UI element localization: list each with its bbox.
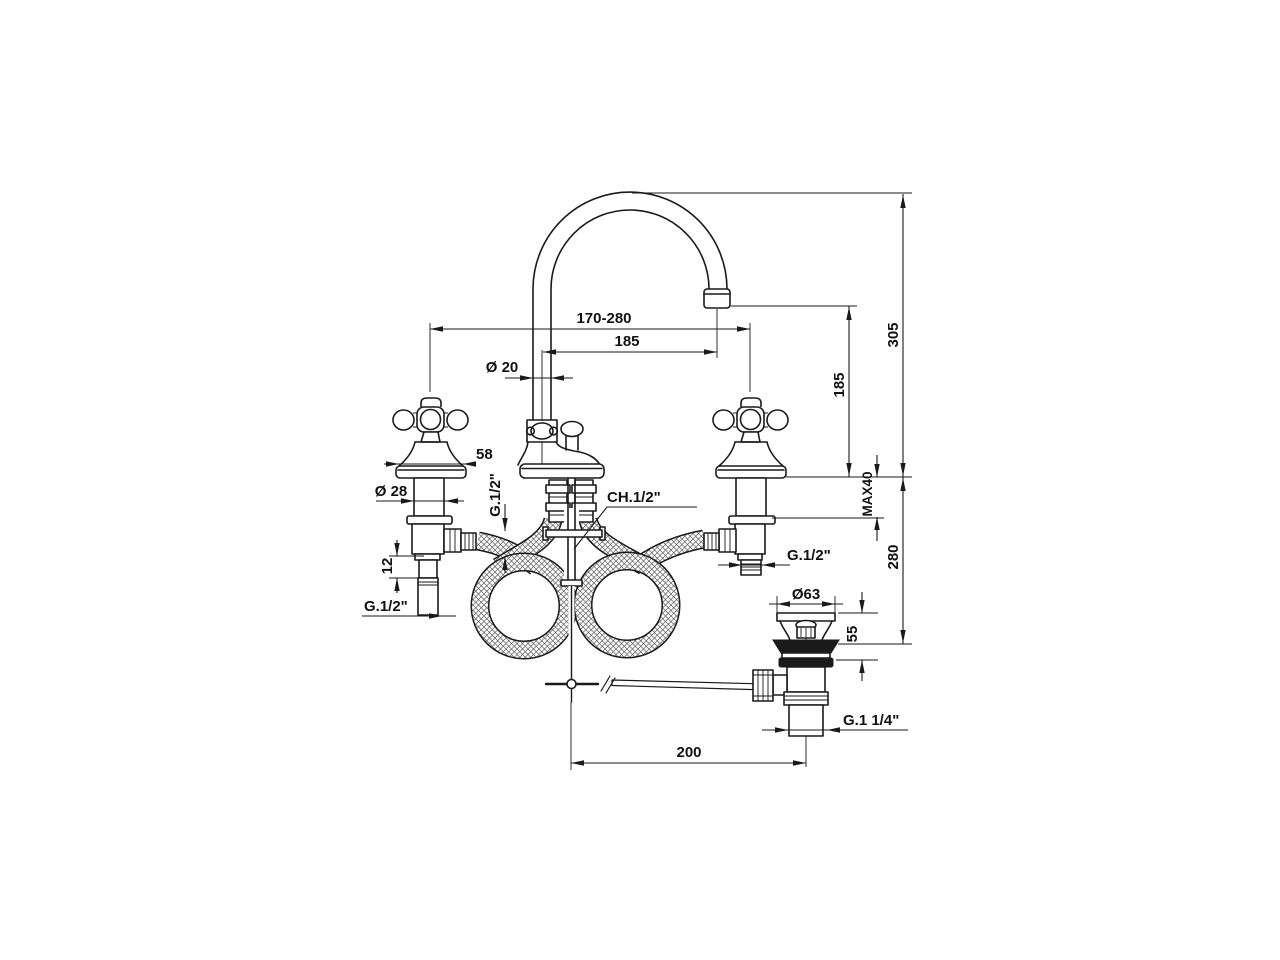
dim-spout-swivel-range: 170-280: [576, 310, 631, 327]
left-cross-handle: [392, 397, 469, 443]
dim-max-deck-thickness: MAX40: [860, 471, 875, 516]
spout-outlet: [703, 288, 731, 309]
waste-plug-knob: [795, 619, 817, 639]
drain-waste: [752, 612, 840, 767]
mounting-bracket: [542, 526, 606, 541]
dim-shank-step: 12: [379, 558, 396, 575]
left-valve-tail: [417, 577, 439, 616]
dim-waste-top-height: 55: [844, 626, 861, 643]
dimension-arrows: [386, 195, 906, 766]
waste-tailpipe: [783, 691, 829, 737]
dim-overall-height: 305: [885, 322, 902, 347]
rod-cross-handle: [544, 678, 600, 690]
dim-below-deck-depth: 280: [885, 544, 902, 569]
left-hose-loop: [470, 552, 578, 660]
dim-spout-diameter: Ø 20: [486, 359, 519, 376]
inlet-studs: [545, 479, 597, 523]
dim-waste-flange-diameter: Ø63: [792, 586, 820, 603]
dim-right-inlet-thread: G.1/2": [787, 547, 831, 564]
right-valve-body: [734, 523, 766, 555]
dim-left-inlet-thread: G.1/2": [364, 598, 408, 615]
left-valve-column: [413, 477, 445, 517]
right-handle-skirt: [715, 441, 787, 479]
spout: [517, 191, 731, 523]
waste-body: [786, 666, 826, 693]
pop-up-rod-assembly: [542, 477, 767, 703]
flexible-hoses: [470, 516, 706, 660]
wrench-leader-line: [573, 506, 697, 550]
dim-riser-thread: G.1/2": [487, 473, 504, 517]
dim-wrench-flats: CH.1/2": [607, 489, 661, 506]
dim-handle-diameter: Ø 28: [375, 483, 408, 500]
left-handle-valve: [392, 397, 477, 616]
dim-handle-skirt-width: 58: [476, 446, 493, 463]
linkage-nut: [752, 669, 774, 702]
waste-gasket: [772, 639, 840, 654]
waste-seal-ring: [778, 657, 834, 668]
dim-rod-to-waste-distance: 200: [676, 744, 701, 761]
right-hose-loop: [573, 551, 681, 659]
popup-knob: [560, 420, 584, 451]
spout-arc-inner: [550, 209, 710, 421]
right-handle-valve: [703, 397, 789, 576]
dim-waste-tail-thread: G.1 1/4": [843, 712, 899, 729]
lever-rod: [600, 675, 767, 694]
spout-collar: [525, 419, 559, 443]
right-hose-connector: [703, 528, 737, 553]
left-hose-connector: [443, 528, 477, 553]
spout-base-body: [517, 420, 605, 479]
right-valve-column: [735, 477, 767, 517]
dim-spout-height: 185: [831, 372, 848, 397]
dimensions: 170-280 185 Ø 20 58 Ø 28 12 G.1/2" G.1/2…: [362, 192, 912, 770]
left-valve-body: [411, 523, 445, 555]
left-handle-skirt: [395, 441, 467, 479]
spout-arc-outer: [532, 191, 728, 421]
right-valve-tail: [740, 559, 762, 576]
right-cross-handle: [712, 397, 789, 443]
dim-spout-reach: 185: [614, 333, 639, 350]
